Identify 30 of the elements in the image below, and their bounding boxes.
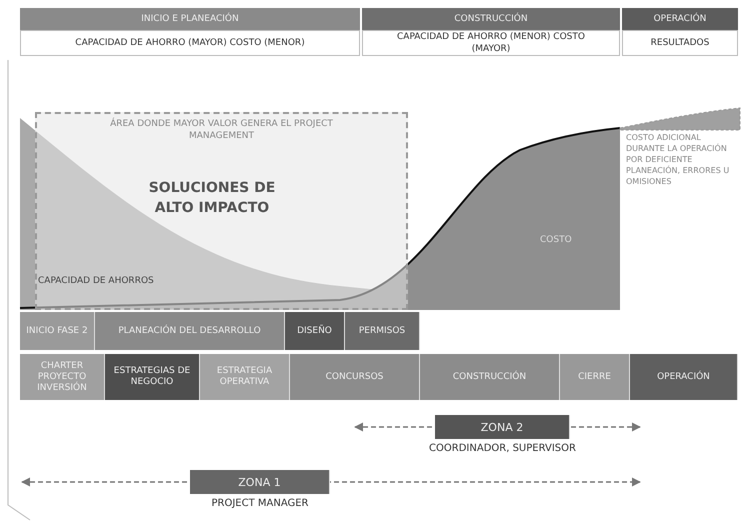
phase-column-header xyxy=(362,8,620,56)
stage-block: PERMISOS xyxy=(345,312,420,350)
savings-label: CAPACIDAD DE AHORROS xyxy=(38,276,155,287)
phase-column-header xyxy=(20,8,360,56)
stage-block: CIERRE xyxy=(560,354,630,400)
stage-block: CONCURSOS xyxy=(290,354,420,400)
highlight-area xyxy=(35,112,408,310)
stage-block: PLANEACIÓN DEL DESARROLLO xyxy=(95,312,285,350)
stage-block: ESTRATEGIA OPERATIVA xyxy=(200,354,290,400)
role-caption: PROJECT MANAGER xyxy=(210,498,310,509)
header-description: CAPACIDAD DE AHORRO (MAYOR) COSTO (MENOR) xyxy=(20,30,360,56)
stage-block: ESTRATEGIAS DE NEGOCIO xyxy=(105,354,200,400)
phase-column-header xyxy=(622,8,738,56)
zone-label: ZONA 1 xyxy=(190,470,330,494)
zone-label: ZONA 2 xyxy=(435,415,570,439)
phase-title-band: CONSTRUCCIÓN xyxy=(362,8,620,30)
stage-block: DISEÑO xyxy=(285,312,345,350)
area-heading: SOLUCIONES DE ALTO IMPACTO xyxy=(148,179,276,218)
phase-title-band: OPERACIÓN xyxy=(622,8,738,30)
area-caption: ÁREA DONDE MAYOR VALOR GENERA EL PROJECT MANAGEMENT xyxy=(109,118,334,142)
stage-block: CHARTER PROYECTO INVERSIÓN xyxy=(20,354,105,400)
header-description: CAPACIDAD DE AHORRO (MENOR) COSTO (MAYOR) xyxy=(362,30,620,56)
stage-block: OPERACIÓN xyxy=(630,354,738,400)
note-text: COSTO ADICIONAL DURANTE LA OPERACIÓN POR DEFICIENTE PLANEACIÓN, ERRORES U OMISIONES xyxy=(626,132,730,187)
header-description: RESULTADOS xyxy=(622,30,738,56)
phase-title-band: INICIO E PLANEACIÓN xyxy=(20,8,360,30)
stage-block: CONSTRUCCIÓN xyxy=(420,354,560,400)
cost-label: COSTO xyxy=(540,235,573,246)
role-caption: COORDINADOR, SUPERVISOR xyxy=(428,443,577,454)
stage-block: INICIO FASE 2 xyxy=(20,312,95,350)
